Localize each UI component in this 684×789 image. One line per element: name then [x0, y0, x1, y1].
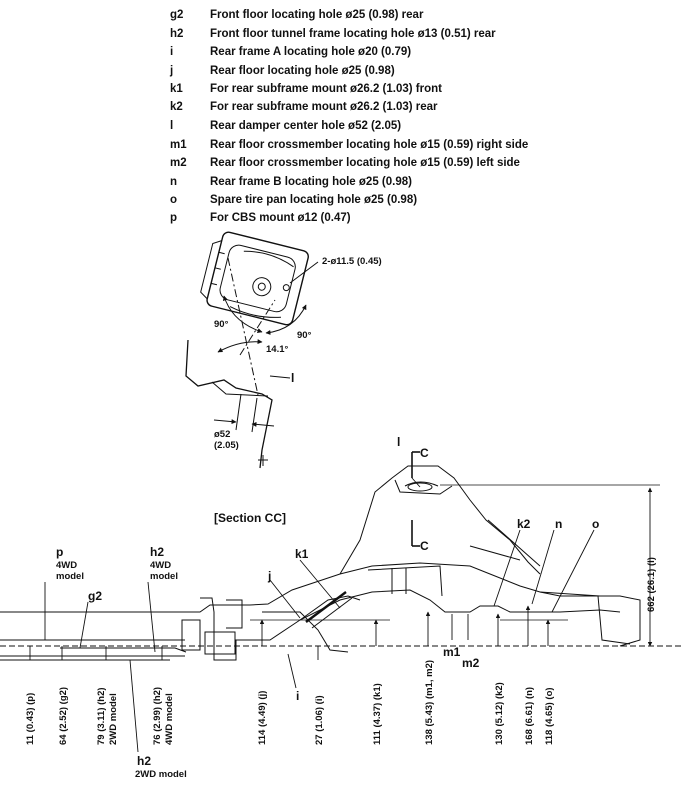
point-label-k1: k1 — [295, 547, 309, 561]
section-label-c-top: C — [420, 446, 429, 460]
hole-dimension-label: 2-ø11.5 (0.45) — [322, 256, 382, 267]
point-label-p-sub2: model — [56, 571, 84, 582]
hole-leader — [289, 261, 319, 284]
point-label-n: n — [555, 517, 562, 531]
angle-arc-right — [265, 304, 307, 336]
section-label-c-bottom: C — [420, 539, 429, 553]
legend-text: Rear floor locating hole ø25 (0.98) — [210, 65, 395, 77]
legend-code: p — [170, 212, 178, 224]
legend-code: k1 — [170, 83, 183, 95]
legend-text: Rear floor crossmember locating hole ø15… — [210, 157, 520, 169]
legend-code: o — [170, 194, 178, 206]
legend-text: For rear subframe mount ø26.2 (1.03) rea… — [210, 101, 438, 113]
point-label-k2: k2 — [517, 517, 531, 531]
angle-arc-left — [222, 295, 263, 333]
legend-text: Rear damper center hole ø52 (2.05) — [210, 120, 402, 132]
point-label-h2-2wd: h2 — [137, 754, 151, 768]
point-label-h2-2wd-sub: 2WD model — [135, 769, 187, 780]
point-label-m1: m1 — [443, 645, 461, 659]
dim-label-h2-4wd: 76 (2.99) (h2) — [152, 687, 163, 745]
point-label-m2: m2 — [462, 656, 480, 670]
floor-rail-top — [0, 604, 250, 613]
legend-code: l — [170, 120, 174, 132]
point-label-p: p — [56, 545, 63, 559]
legend-code: m1 — [170, 139, 187, 151]
point-label-p-sub1: 4WD — [56, 560, 77, 571]
legend-code: g2 — [170, 9, 184, 21]
dim-label-h2-2wd-sub: 2WD model — [108, 693, 119, 745]
dim-label-l: 662 (26.1) (l) — [646, 557, 657, 612]
dim-label-i: 27 (1.06) (i) — [314, 695, 325, 745]
legend-text: Front floor locating hole ø25 (0.98) rea… — [210, 9, 424, 21]
point-label-i: i — [296, 689, 299, 703]
dim-label-j: 114 (4.49) (j) — [257, 691, 268, 745]
point-label-h2-4wd-sub1: 4WD — [150, 560, 171, 571]
angle-label-left: 90° — [214, 319, 229, 330]
dim-label-h2-4wd-sub: 4WD model — [164, 693, 175, 745]
legend-text: For rear subframe mount ø26.2 (1.03) fro… — [210, 83, 442, 95]
dim-label-n: 168 (6.61) (n) — [524, 687, 535, 745]
legend-code: h2 — [170, 28, 184, 40]
point-label-l-detail: l — [291, 371, 294, 385]
rear-frame-lower — [250, 589, 621, 641]
wheelhouse — [339, 465, 541, 575]
dim-label-o: 118 (4.65) (o) — [544, 687, 555, 745]
legend-text: For CBS mount ø12 (0.47) — [210, 212, 351, 224]
section-title: [Section CC] — [214, 511, 286, 525]
body-side-view — [0, 451, 684, 661]
angle-arc-tilt — [217, 339, 263, 353]
point-label-h2-4wd-sub2: model — [150, 571, 178, 582]
legend-text: Rear frame B locating hole ø25 (0.98) — [210, 176, 412, 188]
legend-code: k2 — [170, 101, 183, 113]
legend-text: Front floor tunnel frame locating hole ø… — [210, 28, 496, 40]
legend-text: Spare tire pan locating hole ø25 (0.98) — [210, 194, 418, 206]
section-panel — [185, 339, 273, 469]
damper-axis — [227, 257, 259, 396]
point-leaders — [44, 477, 595, 753]
legend-code: j — [170, 65, 174, 77]
diameter-label: ø52 — [214, 429, 230, 440]
legend-text: Rear floor crossmember locating hole ø15… — [210, 139, 529, 151]
main-point-labels: C C l p 4WD model g2 h2 4WD model h2 2WD… — [56, 435, 599, 780]
legend-code: i — [170, 46, 174, 58]
dim-label-p: 11 (0.43) (p) — [25, 693, 36, 745]
angle-label-right: 90° — [297, 330, 312, 341]
point-label-g2: g2 — [88, 589, 102, 603]
dim-label-g2: 64 (2.52) (g2) — [58, 687, 69, 745]
legend-text: Rear frame A locating hole ø20 (0.79) — [210, 46, 412, 58]
point-label-l: l — [397, 435, 400, 449]
angle-label-tilt: 14.1° — [266, 344, 288, 355]
dim-label-m: 138 (5.43) (m1, m2) — [424, 660, 435, 745]
legend-code: n — [170, 176, 178, 188]
dim-label-h2-2wd: 79 (3.11) (h2) — [96, 687, 107, 745]
legend-code: m2 — [170, 157, 187, 169]
dim-label-k2: 130 (5.12) (k2) — [494, 682, 505, 745]
point-label-o: o — [592, 517, 599, 531]
section-cc-labels: 2-ø11.5 (0.45) 90° 90° 14.1° l ø52 (2.05… — [214, 256, 382, 525]
section-cc-detail — [185, 231, 319, 469]
dimension-labels: 11 (0.43) (p) 64 (2.52) (g2) 79 (3.11) (… — [25, 557, 657, 745]
point-label-h2-4wd: h2 — [150, 545, 164, 559]
point-label-j: j — [267, 569, 271, 583]
point-l-leader — [269, 375, 291, 379]
diameter-label-inch: (2.05) — [214, 440, 239, 451]
dim-label-k1: 111 (4.37) (k1) — [372, 683, 383, 745]
rear-frame-upper — [249, 562, 641, 647]
damper-bracket — [200, 231, 309, 326]
dimension-lines — [29, 484, 660, 660]
